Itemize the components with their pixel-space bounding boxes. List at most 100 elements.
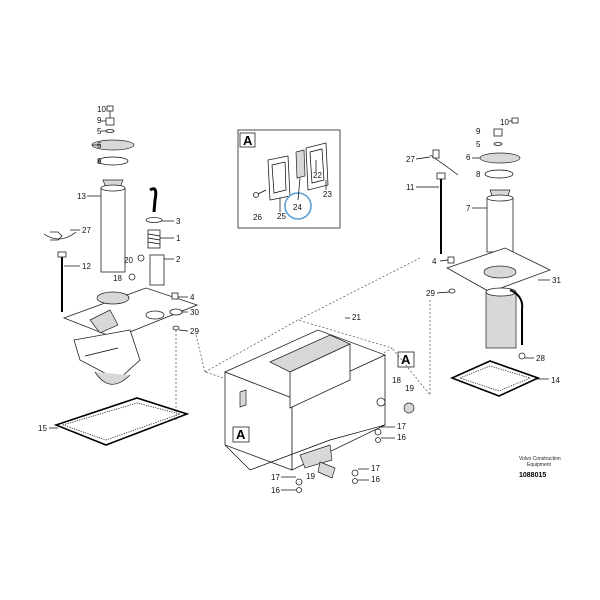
- callout-9-left: 9: [97, 116, 102, 125]
- callout-6-right: 6: [466, 153, 471, 162]
- detail-a-ref-left-text: A: [236, 427, 246, 442]
- detail-a-tag: A: [243, 133, 253, 148]
- filter-13: [100, 187, 126, 273]
- callout-25: 25: [277, 212, 286, 221]
- callout-15: 15: [38, 424, 47, 433]
- screw-26: [253, 192, 259, 198]
- highlight-circle-24: [284, 192, 312, 220]
- callout-4-left: 4: [190, 293, 195, 302]
- callout-1: 1: [176, 234, 181, 243]
- cover-6-right: [479, 152, 521, 164]
- washer-3: [145, 217, 163, 223]
- oring-8-right: [484, 169, 514, 179]
- callout-27-right: 27: [406, 155, 415, 164]
- callout-13: 13: [77, 192, 86, 201]
- sight-glass: [239, 389, 247, 408]
- right-assembly: 10 9 5 6 8 7 27 11 31 4 29: [406, 117, 561, 397]
- callout-18-right: 18: [392, 376, 401, 385]
- pad-26-25: [267, 155, 291, 201]
- detail-a-tag-box: [239, 132, 256, 148]
- oring-8-left: [97, 156, 129, 166]
- plug-9-left: [105, 117, 115, 126]
- callout-19-bottom: 19: [306, 472, 315, 481]
- callout-16-b: 16: [371, 475, 380, 484]
- callout-16-a: 16: [397, 433, 406, 442]
- callout-31: 31: [552, 276, 561, 285]
- washer-5-right: [493, 142, 503, 146]
- detail-a-ref-left: [232, 426, 250, 443]
- callout-6-left: 6: [97, 141, 102, 150]
- callout-18-left: 18: [113, 274, 122, 283]
- detail-a-ref-right: [397, 351, 415, 368]
- left-assembly: 10 9 5 6 8 13 3 1 2: [38, 105, 199, 446]
- callout-3: 3: [176, 217, 181, 226]
- callout-8-left: 8: [97, 157, 102, 166]
- callout-7: 7: [466, 204, 471, 213]
- callout-16-c: 16: [271, 486, 280, 495]
- detail-a-frame: [237, 129, 341, 229]
- cap-19-right: [403, 402, 415, 414]
- drawing-ref: 1088015: [519, 472, 546, 479]
- callout-8-right: 8: [476, 170, 481, 179]
- callout-5-right: 5: [476, 140, 481, 149]
- detail-a-inset: A 26 25 24 22 23: [237, 129, 341, 229]
- callout-17-b: 17: [371, 464, 380, 473]
- washer-16-c: [296, 487, 302, 493]
- washer-16-b: [352, 478, 358, 484]
- callout-19-right: 19: [405, 384, 414, 393]
- callout-29-right: 29: [426, 289, 435, 298]
- callout-2: 2: [176, 255, 181, 264]
- hose-27-left: [43, 231, 77, 240]
- washer-29-right: [448, 288, 456, 294]
- gasket-15: [53, 397, 190, 446]
- callout-17-a: 17: [397, 422, 406, 431]
- plug-9-right: [493, 128, 503, 137]
- callout-11: 11: [406, 183, 415, 192]
- callout-24: 24: [293, 203, 302, 212]
- plug-17-c: [295, 478, 303, 486]
- gasket-14: [449, 360, 541, 397]
- callout-17-c: 17: [271, 473, 280, 482]
- credit-line2: Equipment: [527, 462, 552, 468]
- callout-28: 28: [536, 354, 545, 363]
- callout-12: 12: [82, 262, 91, 271]
- washer-29-left: [172, 325, 180, 331]
- bolt-10-right: [511, 117, 519, 124]
- callout-21: 21: [352, 313, 361, 322]
- credit-line1: Volvo Construction: [519, 456, 561, 462]
- filter-7: [486, 197, 514, 253]
- callout-5-left: 5: [97, 127, 102, 136]
- bolt-4-right: [447, 256, 455, 264]
- callout-29-left: 29: [190, 327, 199, 336]
- callout-14: 14: [551, 376, 560, 385]
- strainer-2: [149, 254, 165, 286]
- callout-23: 23: [323, 190, 332, 199]
- bolt-10-left: [106, 105, 114, 112]
- callout-10-right: 10: [500, 118, 509, 127]
- callout-10-left: 10: [97, 105, 106, 114]
- callout-30: 30: [190, 308, 199, 317]
- center-tank: 21 A A 18 19 17 16 17 16 17 16 19: [195, 257, 431, 495]
- plug-18-center: [376, 397, 386, 407]
- plug-28: [518, 352, 526, 360]
- plug-18-left: [128, 273, 136, 281]
- washer-16-a: [375, 437, 381, 443]
- callout-4-right: 4: [432, 257, 437, 266]
- bolt-4-left: [171, 292, 179, 300]
- pad-24: [295, 149, 306, 179]
- callout-26: 26: [253, 213, 262, 222]
- washer-5-left: [105, 129, 115, 133]
- plug-17-b: [351, 469, 359, 477]
- hose-27-right: [429, 154, 459, 176]
- callout-27-left: 27: [82, 226, 91, 235]
- screw-20: [137, 254, 145, 262]
- right-canister: [485, 291, 517, 349]
- callout-9-right: 9: [476, 127, 481, 136]
- callout-22: 22: [313, 171, 322, 180]
- plug-17-a: [374, 428, 382, 436]
- detail-a-ref-right-text: A: [401, 352, 411, 367]
- seal-30: [169, 308, 183, 316]
- callout-20: 20: [124, 256, 133, 265]
- cap-19-bottom: [317, 461, 336, 479]
